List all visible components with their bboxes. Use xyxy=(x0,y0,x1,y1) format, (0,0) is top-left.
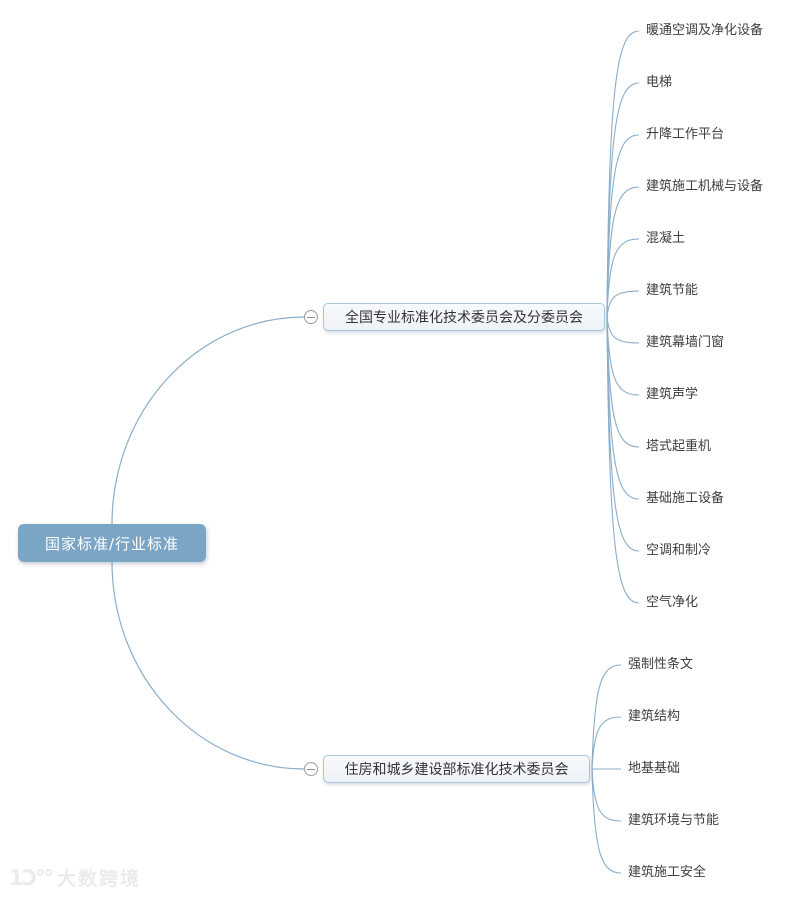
leaf-node[interactable]: 塔式起重机 xyxy=(646,439,712,454)
leaf-node[interactable]: 建筑环境与节能 xyxy=(628,813,720,828)
leaf-connector xyxy=(606,238,640,318)
leaf-node[interactable]: 建筑施工机械与设备 xyxy=(646,179,764,194)
leaf-connector xyxy=(591,664,622,770)
leaf-connector xyxy=(606,186,640,318)
leaf-connector xyxy=(606,316,640,396)
leaf-node[interactable]: 空调和制冷 xyxy=(646,543,712,558)
branch-node[interactable]: 住房和城乡建设部标准化技术委员会 xyxy=(323,755,590,783)
leaf-connector xyxy=(606,134,640,318)
leaf-node[interactable]: 建筑结构 xyxy=(628,709,681,724)
leaf-node[interactable]: 基础施工设备 xyxy=(646,491,725,506)
collapse-minus-button[interactable] xyxy=(304,762,318,776)
branch-connector xyxy=(111,561,305,770)
leaf-connector xyxy=(606,316,640,344)
branch-connector xyxy=(111,316,305,525)
leaf-connector xyxy=(606,316,640,604)
leaf-node[interactable]: 混凝土 xyxy=(646,231,686,246)
leaf-node[interactable]: 电梯 xyxy=(646,75,673,90)
leaf-node[interactable]: 建筑幕墙门窗 xyxy=(646,335,725,350)
watermark-logo-icon: 1Ɔ°° xyxy=(9,865,54,890)
leaf-node[interactable]: 暖通空调及净化设备 xyxy=(646,23,764,38)
leaf-node[interactable]: 建筑施工安全 xyxy=(628,865,707,880)
leaf-connector xyxy=(606,290,640,318)
collapse-minus-button[interactable] xyxy=(304,310,318,324)
leaf-node[interactable]: 建筑节能 xyxy=(646,283,699,298)
branch-node[interactable]: 全国专业标准化技术委员会及分委员会 xyxy=(323,303,605,331)
leaf-node[interactable]: 升降工作平台 xyxy=(646,127,725,142)
leaf-connector xyxy=(591,768,622,822)
leaf-node[interactable]: 强制性条文 xyxy=(628,657,694,672)
leaf-node[interactable]: 空气净化 xyxy=(646,595,699,610)
leaf-connector xyxy=(591,768,622,874)
leaf-connector xyxy=(591,716,622,770)
watermark-text: 大数跨境 xyxy=(57,868,142,890)
watermark: 1Ɔ°° 大数跨境 xyxy=(9,864,141,891)
root-node-label: 国家标准/行业标准 xyxy=(44,534,180,553)
root-node[interactable]: 国家标准/行业标准 xyxy=(18,524,206,562)
leaf-connector xyxy=(606,316,640,448)
leaf-node[interactable]: 建筑声学 xyxy=(646,387,699,402)
leaf-node[interactable]: 地基基础 xyxy=(628,761,681,776)
leaf-connector xyxy=(606,30,640,318)
